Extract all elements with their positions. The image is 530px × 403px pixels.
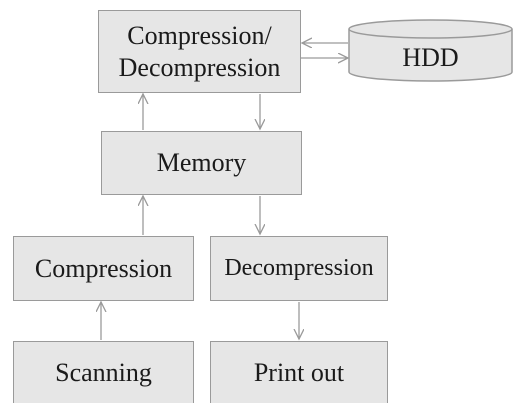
- hdd-cylinder: HDD: [348, 19, 513, 82]
- compdecomp-label-line1: Compression/: [127, 21, 272, 51]
- compression-decompression-box: Compression/ Decompression: [98, 10, 301, 93]
- hdd-label: HDD: [402, 43, 459, 72]
- decompression-label: Decompression: [224, 255, 374, 282]
- memory-label: Memory: [156, 148, 247, 178]
- print-out-box: Print out: [210, 341, 388, 403]
- compression-box: Compression: [13, 236, 194, 301]
- scanning-box: Scanning: [13, 341, 194, 403]
- decompression-box: Decompression: [210, 236, 388, 301]
- memory-box: Memory: [101, 131, 302, 195]
- hdd-cylinder-shape: [348, 19, 513, 82]
- compdecomp-label-line2: Decompression: [118, 52, 281, 82]
- compression-label: Compression: [34, 253, 173, 283]
- scanning-label: Scanning: [55, 357, 152, 387]
- print-out-label: Print out: [253, 357, 345, 387]
